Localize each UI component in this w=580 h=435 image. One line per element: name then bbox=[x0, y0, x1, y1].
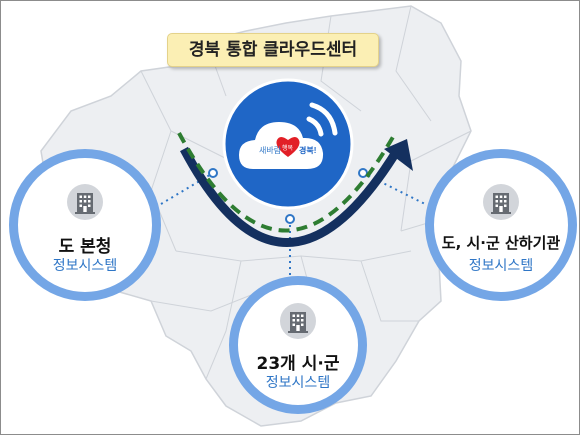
node-province-hq: 도 본청 정보시스템 bbox=[9, 149, 161, 301]
region-map bbox=[40, 5, 472, 427]
connector-lines bbox=[160, 172, 426, 276]
building-icon bbox=[67, 184, 103, 220]
logo-text-left: 새바람 bbox=[259, 145, 282, 155]
diagram-title: 경북 통합 클라우드센터 bbox=[167, 33, 379, 67]
wifi-icon bbox=[306, 102, 338, 137]
connector-dots bbox=[208, 168, 368, 224]
node-subtitle: 정보시스템 bbox=[52, 258, 118, 274]
sync-arc-arrowhead bbox=[384, 139, 413, 171]
connector-dot-right bbox=[358, 168, 368, 178]
building-icon bbox=[483, 184, 519, 220]
node-name: 도 본청 bbox=[58, 237, 112, 257]
building-icon bbox=[280, 303, 316, 339]
backup-dashed-arc bbox=[177, 132, 395, 233]
heart-icon bbox=[276, 137, 300, 157]
connector-dot-bottom bbox=[285, 214, 295, 224]
node-affiliated-agencies: 도, 시·군 산하기관 정보시스템 bbox=[425, 149, 577, 301]
connector-dot-left bbox=[208, 168, 218, 178]
connector-province bbox=[160, 172, 214, 205]
node-cities-counties: 23개 시·군 정보시스템 bbox=[229, 276, 367, 414]
logo-text-heart: 행복 bbox=[282, 144, 294, 152]
node-subtitle: 정보시스템 bbox=[468, 258, 534, 274]
sync-arc-arrow bbox=[180, 146, 402, 247]
node-name: 23개 시·군 bbox=[256, 354, 340, 374]
node-subtitle: 정보시스템 bbox=[265, 375, 331, 391]
logo-text-right: 경북! bbox=[299, 145, 316, 155]
node-name: 도, 시·군 산하기관 bbox=[441, 234, 561, 252]
